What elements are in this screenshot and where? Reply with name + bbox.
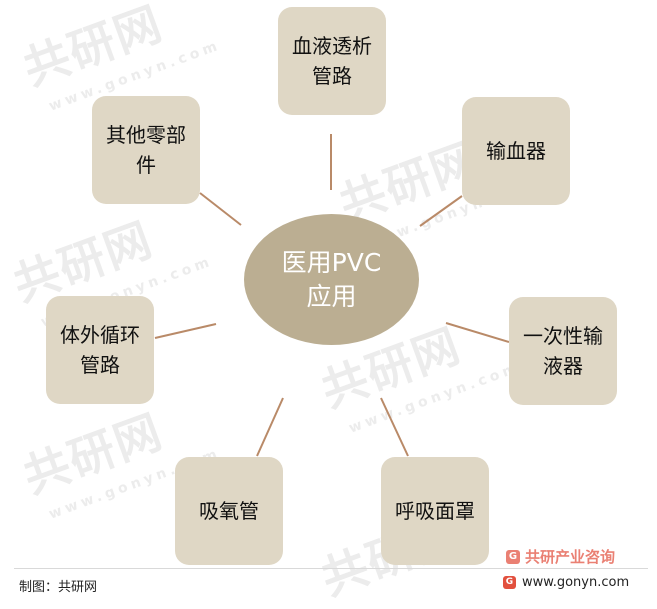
footer-divider bbox=[14, 568, 648, 569]
node-label-line-2: 液器 bbox=[543, 354, 583, 378]
connector-line bbox=[199, 192, 242, 226]
logo-icon: G bbox=[503, 576, 516, 589]
node-other-components: 其他零部 件 bbox=[92, 96, 200, 204]
chart-credit: 制图：共研网 bbox=[19, 580, 98, 595]
node-breathing-mask: 呼吸面罩 bbox=[381, 457, 489, 565]
logo-icon: G bbox=[506, 549, 520, 564]
node-hemodialysis-tubing: 血液透析 管路 bbox=[278, 7, 386, 115]
node-label-line-2: 管路 bbox=[80, 353, 120, 377]
node-label-line-1: 输血器 bbox=[486, 139, 546, 163]
node-label-line-1: 一次性输 bbox=[523, 324, 603, 348]
node-disposable-infusion-set: 一次性输 液器 bbox=[509, 297, 617, 405]
node-label-line-2: 件 bbox=[136, 153, 156, 177]
center-line-1: 医用PVC bbox=[281, 247, 382, 277]
brand-label: G 共研产业咨询 bbox=[506, 546, 615, 567]
node-oxygen-tube: 吸氧管 bbox=[175, 457, 283, 565]
connector-line bbox=[445, 322, 510, 343]
connector-line bbox=[256, 397, 284, 457]
website-link: G www.gonyn.com bbox=[503, 575, 629, 590]
connector-line bbox=[154, 323, 217, 339]
node-label-line-1: 其他零部 bbox=[106, 123, 186, 147]
connector-line bbox=[380, 397, 409, 457]
node-label-line-2: 管路 bbox=[312, 64, 352, 88]
node-label-line-1: 呼吸面罩 bbox=[395, 499, 475, 523]
center-node: 医用PVC 应用 bbox=[244, 214, 419, 345]
brand-text: 共研产业咨询 bbox=[525, 548, 616, 566]
node-label-line-1: 吸氧管 bbox=[199, 499, 259, 523]
node-label-line-1: 体外循环 bbox=[60, 323, 140, 347]
connector-line bbox=[419, 195, 463, 227]
node-blood-transfusion-set: 输血器 bbox=[462, 97, 570, 205]
website-text: www.gonyn.com bbox=[522, 575, 630, 590]
node-label-line-1: 血液透析 bbox=[292, 34, 372, 58]
node-extracorporeal-circulation-tubing: 体外循环 管路 bbox=[46, 296, 154, 404]
center-line-2: 应用 bbox=[306, 281, 357, 311]
